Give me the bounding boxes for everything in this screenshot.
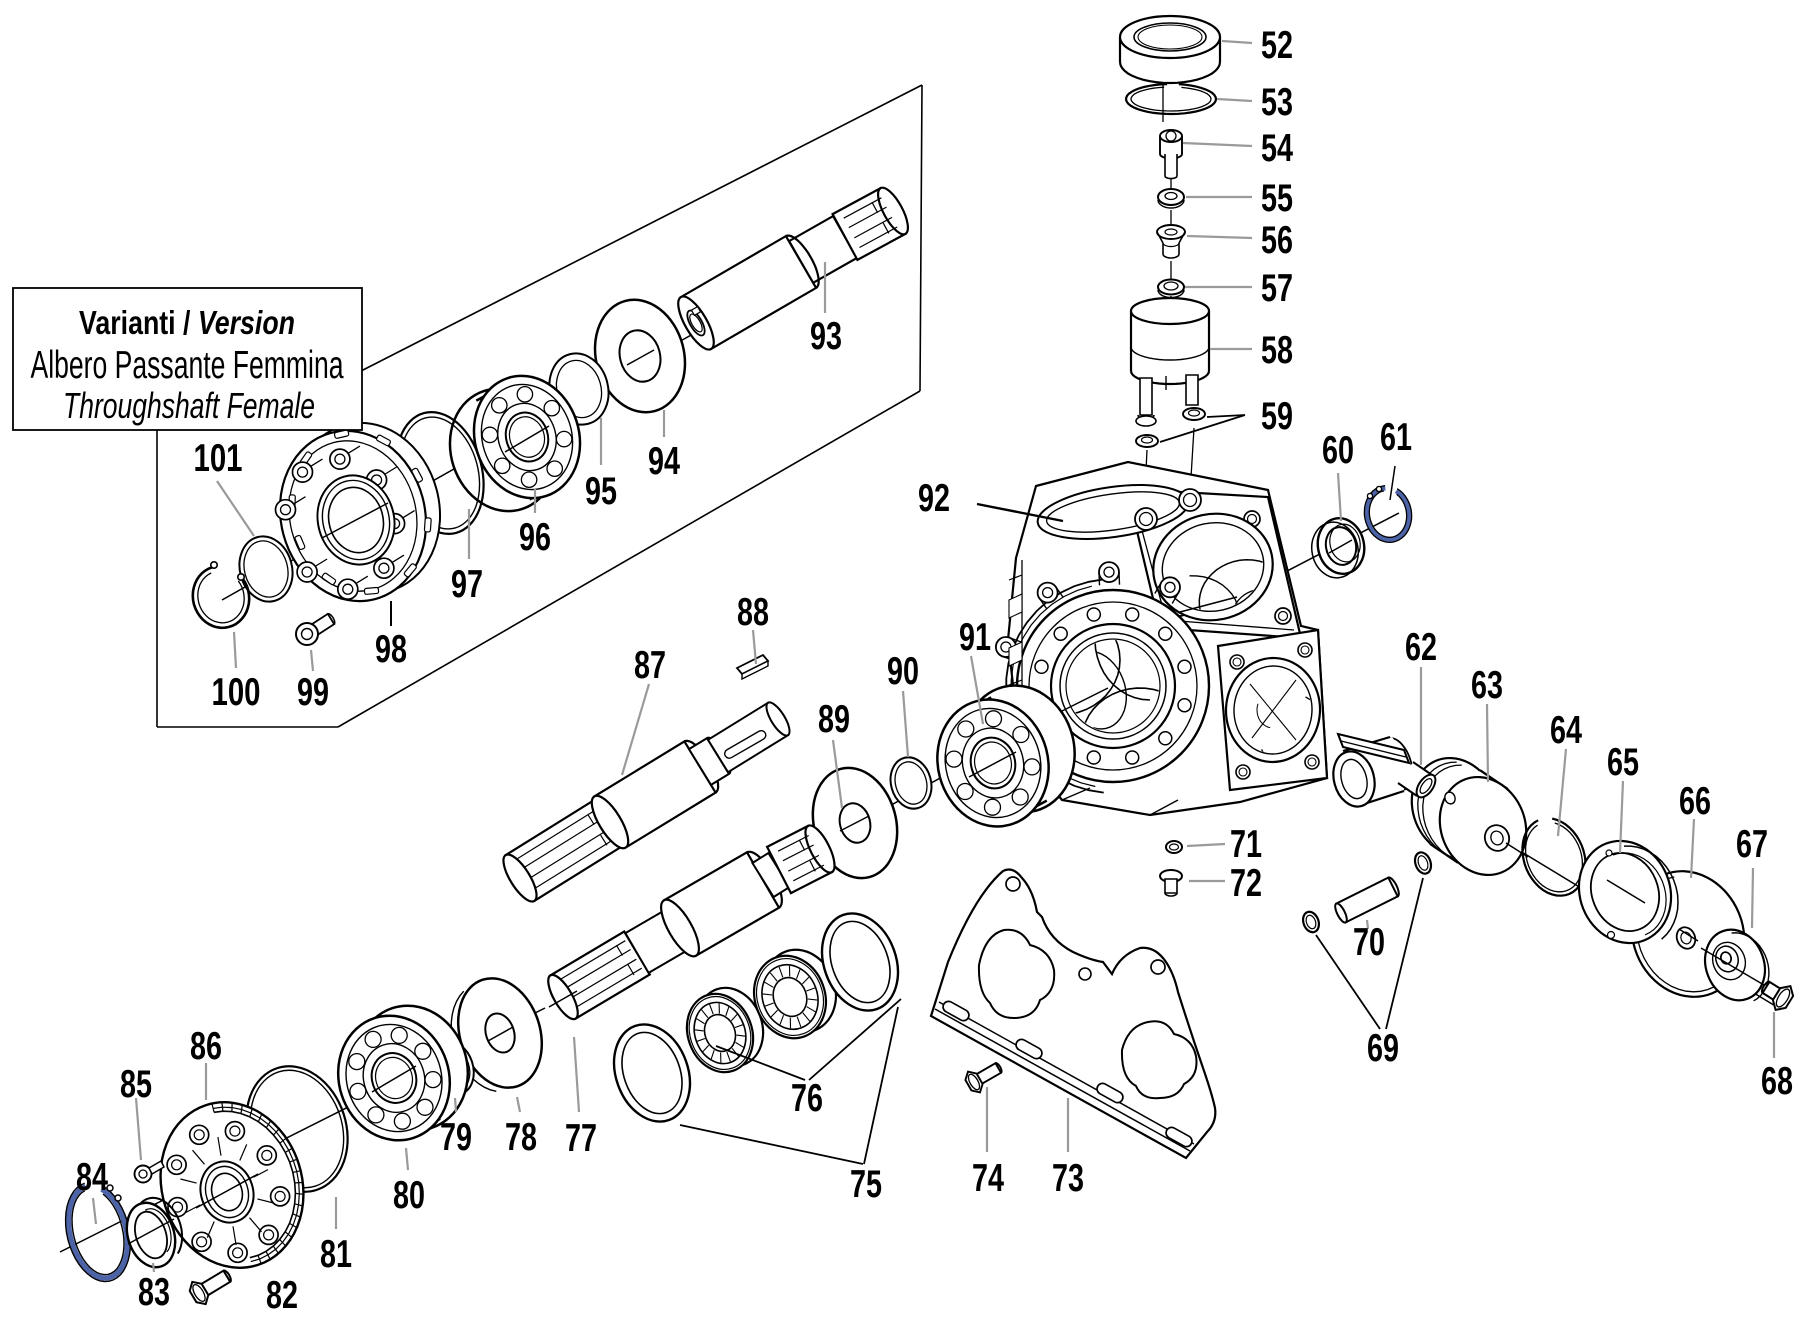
svg-text:72: 72 [1230,862,1262,905]
svg-text:78: 78 [505,1116,537,1159]
svg-text:67: 67 [1736,823,1768,866]
svg-text:95: 95 [585,470,617,513]
svg-text:55: 55 [1261,177,1293,220]
svg-text:100: 100 [212,671,261,714]
svg-text:Varianti / Version: Varianti / Version [79,304,295,341]
svg-text:56: 56 [1261,219,1293,262]
svg-text:62: 62 [1405,626,1437,669]
svg-text:73: 73 [1052,1157,1084,1200]
svg-text:69: 69 [1367,1027,1399,1070]
svg-text:99: 99 [297,671,329,714]
svg-text:92: 92 [918,477,950,520]
svg-text:91: 91 [959,616,991,659]
svg-text:96: 96 [519,516,551,559]
svg-text:83: 83 [138,1271,170,1314]
svg-text:75: 75 [850,1163,882,1206]
svg-text:53: 53 [1261,81,1293,124]
svg-text:59: 59 [1261,395,1293,438]
svg-text:86: 86 [190,1025,222,1068]
svg-text:81: 81 [320,1233,352,1276]
svg-text:63: 63 [1471,664,1503,707]
svg-text:87: 87 [634,644,666,687]
svg-text:64: 64 [1550,709,1582,752]
svg-text:82: 82 [266,1274,298,1317]
svg-text:58: 58 [1261,329,1293,372]
svg-text:97: 97 [451,563,483,606]
svg-text:70: 70 [1353,921,1385,964]
svg-text:71: 71 [1230,823,1262,866]
svg-text:94: 94 [648,440,680,483]
svg-text:60: 60 [1322,429,1354,472]
svg-text:61: 61 [1380,416,1412,459]
svg-text:74: 74 [972,1157,1004,1200]
svg-text:66: 66 [1679,780,1711,823]
svg-text:90: 90 [887,650,919,693]
svg-text:77: 77 [565,1117,597,1160]
svg-text:65: 65 [1607,741,1639,784]
svg-text:68: 68 [1761,1060,1793,1103]
svg-text:57: 57 [1261,267,1293,310]
svg-text:52: 52 [1261,24,1293,67]
svg-text:88: 88 [737,591,769,634]
svg-text:76: 76 [791,1077,823,1120]
svg-text:Albero Passante Femmina: Albero Passante Femmina [31,344,344,387]
svg-text:80: 80 [393,1174,425,1217]
svg-text:89: 89 [818,698,850,741]
svg-text:85: 85 [120,1063,152,1106]
svg-text:93: 93 [810,315,842,358]
svg-text:54: 54 [1261,127,1293,170]
svg-text:101: 101 [194,437,243,480]
svg-text:84: 84 [76,1156,108,1199]
svg-text:Throughshaft Female: Throughshaft Female [63,385,315,426]
svg-text:79: 79 [440,1116,472,1159]
svg-text:98: 98 [375,628,407,671]
